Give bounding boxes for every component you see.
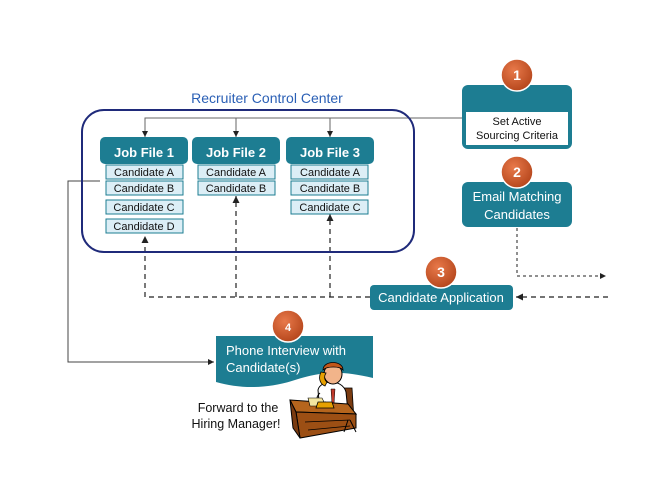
job-file-1[interactable]: Job File 1: [100, 137, 188, 164]
person-on-phone-at-desk-icon: [289, 362, 358, 439]
candidate-item[interactable]: Candidate A: [105, 164, 184, 180]
candidate-label: Candidate C: [299, 202, 360, 214]
step-4-phone-interview[interactable]: Phone Interview with Candidate(s): [216, 336, 373, 388]
step-4-line-2: Candidate(s): [226, 360, 300, 375]
job-file-2[interactable]: Job File 2: [192, 137, 280, 164]
step-4-badge: 4: [271, 309, 305, 343]
step-4-line-1: Phone Interview with: [226, 343, 346, 358]
candidate-item[interactable]: Candidate B: [197, 180, 276, 196]
candidate-label: Candidate A: [300, 167, 361, 179]
candidate-label: Candidate D: [113, 221, 174, 233]
step-2-badge: 2: [500, 155, 534, 189]
candidate-item[interactable]: Candidate B: [105, 180, 184, 196]
candidate-label: Candidate B: [300, 183, 361, 195]
step-1-sourcing-criteria[interactable]: Set Active Sourcing Criteria: [462, 85, 572, 149]
step-2-line-1: Email Matching: [473, 189, 562, 204]
job-file-3[interactable]: Job File 3: [286, 137, 374, 164]
step-1-badge: 1: [500, 58, 534, 92]
control-center-frame: [81, 109, 415, 253]
candidate-item[interactable]: Candidate D: [105, 218, 184, 234]
step-3-candidate-application[interactable]: Candidate Application: [370, 285, 513, 310]
candidate-label: Candidate B: [206, 183, 267, 195]
step-1-number: 1: [513, 67, 521, 83]
step-2-number: 2: [513, 164, 521, 180]
forward-note-line-1: Forward to the: [198, 401, 279, 415]
step-3-label: Candidate Application: [378, 290, 504, 305]
candidate-label: Candidate A: [206, 167, 267, 179]
step-1-line-1: Set Active: [493, 116, 542, 128]
step-2-email-candidates[interactable]: Email Matching Candidates: [462, 182, 572, 227]
candidate-item[interactable]: Candidate C: [290, 199, 369, 215]
step-3-number: 3: [437, 264, 445, 280]
candidate-label: Candidate B: [114, 183, 175, 195]
step-3-badge: 3: [424, 255, 458, 289]
candidate-item[interactable]: Candidate B: [290, 180, 369, 196]
step-4-number: 4: [285, 322, 292, 334]
candidate-item[interactable]: Candidate C: [105, 199, 184, 215]
forward-note-line-2: Hiring Manager!: [192, 417, 281, 431]
job-file-2-label: Job File 2: [206, 145, 266, 160]
candidate-label: Candidate A: [114, 167, 175, 179]
step-2-line-2: Candidates: [484, 207, 550, 222]
control-center-title: Recruiter Control Center: [191, 90, 343, 106]
step-1-line-2: Sourcing Criteria: [476, 130, 559, 142]
candidate-item[interactable]: Candidate A: [197, 164, 276, 180]
job-file-1-label: Job File 1: [114, 145, 174, 160]
candidate-item[interactable]: Candidate A: [290, 164, 369, 180]
candidate-label: Candidate C: [113, 202, 174, 214]
job-file-3-label: Job File 3: [300, 145, 360, 160]
